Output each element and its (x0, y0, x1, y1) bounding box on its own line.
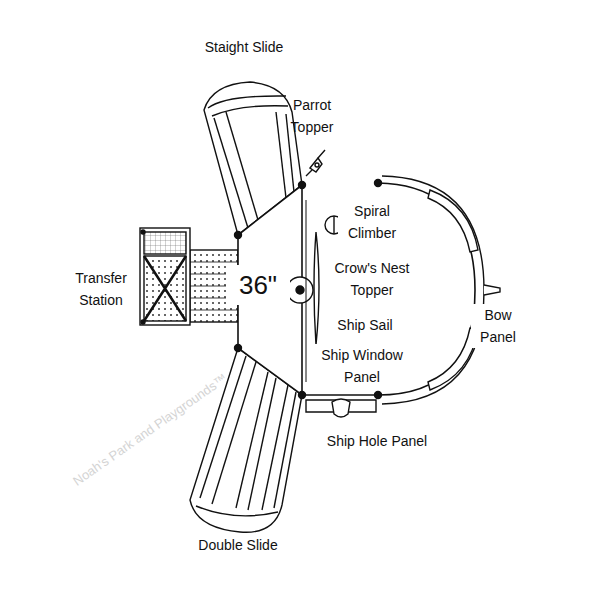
part-label: Transfer Station (63, 267, 139, 311)
part-label: Bow Panel (471, 304, 525, 348)
ship-hole-panel (302, 392, 382, 418)
part-label: Staight Slide (184, 36, 304, 58)
part-label: Crow's Nest Topper (328, 257, 416, 301)
part-label: Ship Window Panel (314, 344, 410, 388)
transfer-station (140, 228, 238, 325)
dimension-label: 36" (226, 265, 290, 305)
part-label: Ship Hole Panel (312, 430, 442, 452)
parrot-topper (306, 150, 325, 176)
part-label: Ship Sail (323, 314, 407, 336)
part-label: Spiral Climber (338, 200, 406, 244)
part-label: Parrot Topper (281, 94, 343, 138)
part-label: Double Slide (178, 534, 298, 556)
